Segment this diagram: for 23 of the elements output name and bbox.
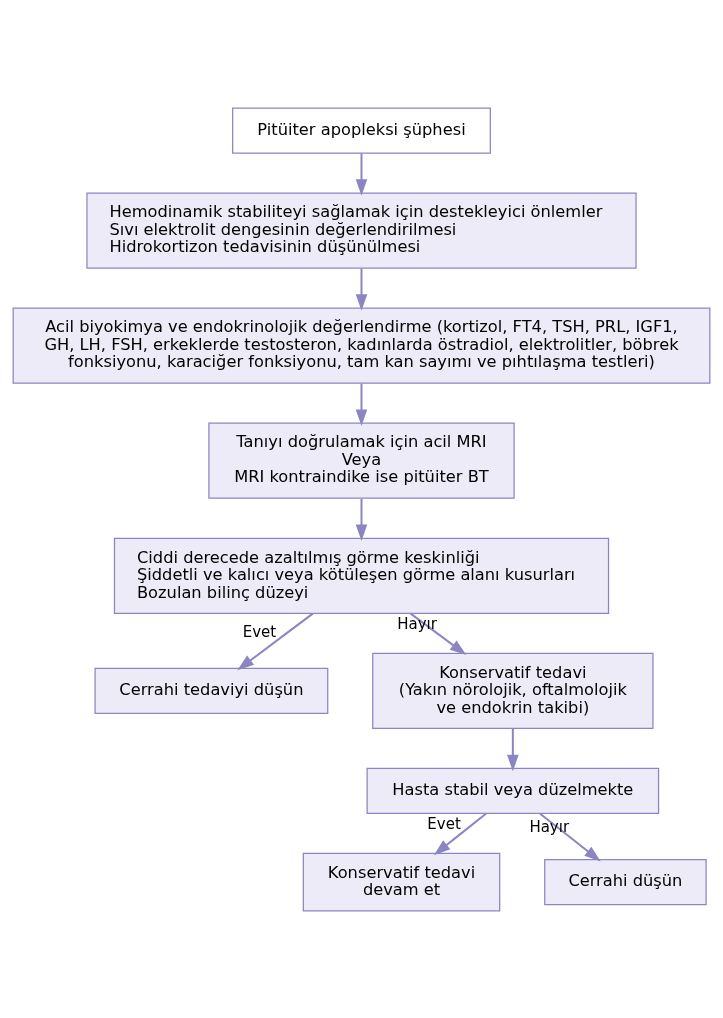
arrow xyxy=(539,812,601,862)
arrow xyxy=(433,812,487,855)
node-box: Cerrahi düşün xyxy=(544,858,707,905)
edge-label: Hayır xyxy=(397,614,437,633)
node-box: Ciddi derecede azaltılmış görme keskinliği Şiddetli ve kalıcı veya kötüleşen görme alanı kusurları Bozulan bilinç düzeyi xyxy=(113,537,610,614)
node-box: Hasta stabil veya düzelmekte xyxy=(366,767,660,814)
edge-label: Hayır xyxy=(529,817,570,836)
node-box: Hemodinamik stabiliteyi sağlamak için destekleyici önlemler Sıvı elektrolit dengesinin değerlendirilmesi Hidrokortizon tedavisinin düşünülmesi xyxy=(86,191,637,269)
node-box: Konservatif tedavi devam et xyxy=(302,852,501,912)
arrow xyxy=(237,612,314,670)
arrow xyxy=(355,151,368,196)
node-box: Acil biyokimya ve endokrinolojik değerlendirme (kortizol, FT4, TSH, PRL, IGF1, GH, LH, FSH, erkeklerde testosteron, kadınlarda östradiol, elektrolitler, böbrek fonksiyonu, karaciğer fonksiyonu, tam kan sayımı ve pıhtılaşma testleri) xyxy=(12,307,711,384)
node-box: Cerrahi tedaviyi düşün xyxy=(94,667,329,714)
arrow xyxy=(409,612,467,655)
node-box: Konservatif tedavi (Yakın nörolojik, oftalmolojik ve endokrin takibi) xyxy=(372,652,654,729)
node-box: Tanıyı doğrulamak için acil MRI Veya MRI kontraindike ise pitüiter BT xyxy=(208,422,515,499)
edge-label: Evet xyxy=(242,622,277,641)
arrow xyxy=(355,497,368,541)
arrow xyxy=(355,382,368,426)
edge-label: Evet xyxy=(427,814,461,833)
node-box: Pitüiter apopleksi şüphesi xyxy=(232,106,491,154)
arrow xyxy=(507,726,519,771)
arrow xyxy=(355,267,368,311)
